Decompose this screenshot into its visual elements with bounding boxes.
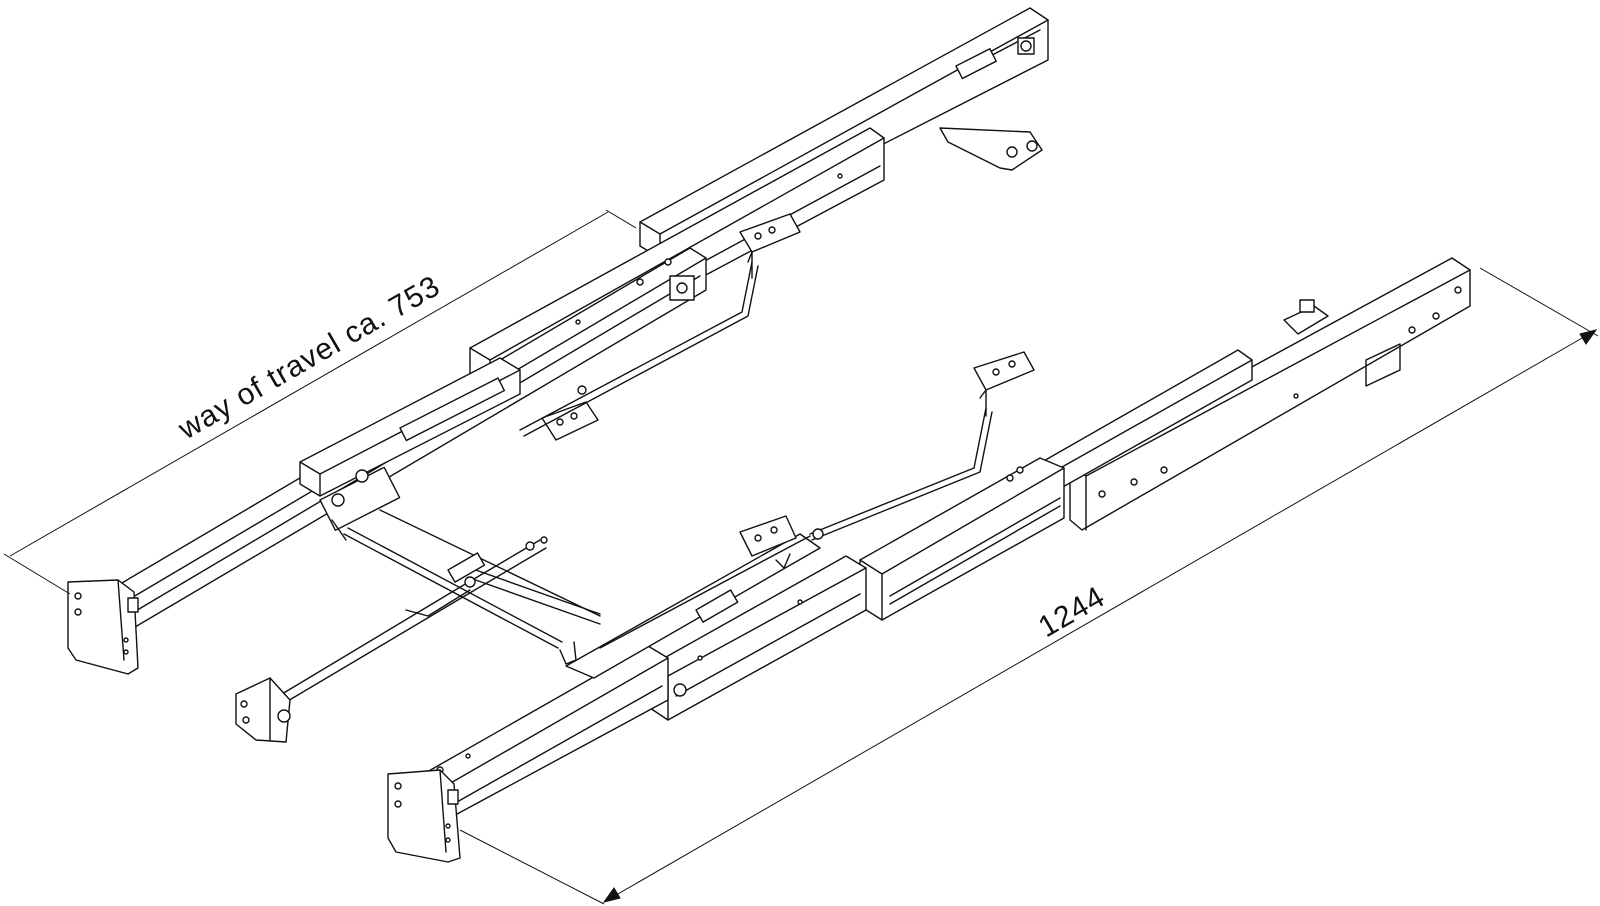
length-extension-line-left	[459, 829, 605, 905]
front-drawer-slide	[387, 257, 1471, 863]
travel-extension-line-right	[605, 209, 637, 229]
rear-clamp	[319, 466, 401, 531]
front-cabinet-rail	[1069, 257, 1471, 531]
front-pivot-plate	[739, 515, 797, 557]
front-guide-rail	[565, 533, 821, 679]
front-lever	[809, 407, 987, 535]
length-extension-line-right	[1479, 267, 1599, 337]
travel-dimension-line	[9, 211, 609, 557]
travel-extension-line-left	[3, 553, 71, 595]
rear-pivot-plate	[541, 401, 599, 441]
connecting-rod	[271, 536, 548, 709]
line-art	[67, 7, 1471, 863]
rear-end-cap	[67, 579, 139, 675]
front-upper-tab	[973, 351, 1035, 391]
rear-mounting-bracket	[939, 127, 1043, 171]
length-dimension-label: 1244	[1033, 580, 1111, 644]
rear-drawer-slide	[67, 7, 1049, 675]
dimension-lines	[3, 209, 1599, 905]
synchronisation-bar	[343, 509, 601, 665]
rear-lever	[519, 261, 753, 431]
length-dimension-line	[603, 329, 1597, 903]
